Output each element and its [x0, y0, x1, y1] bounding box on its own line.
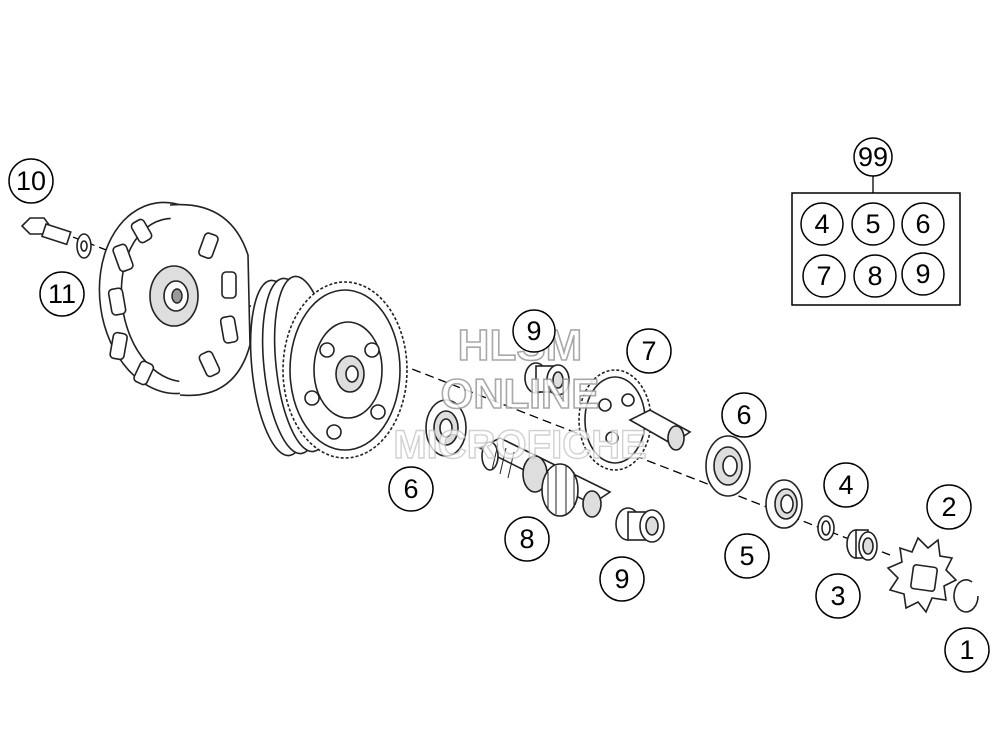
svg-text:1: 1 [959, 635, 974, 665]
kit-member[interactable]: 4 [800, 202, 844, 246]
svg-text:9: 9 [526, 316, 541, 346]
svg-text:99: 99 [858, 142, 888, 172]
part-bearing-right[interactable] [705, 435, 751, 497]
callout-1[interactable]: 1 [944, 627, 990, 673]
svg-text:3: 3 [830, 581, 845, 611]
part-sprocket[interactable] [886, 536, 958, 614]
kit-member[interactable]: 8 [853, 254, 897, 298]
callout-9-lower[interactable]: 9 [599, 556, 645, 602]
svg-text:8: 8 [867, 261, 882, 291]
kit-member[interactable]: 6 [901, 202, 945, 246]
part-clutch-basket[interactable] [87, 193, 252, 403]
part-needle-bearing-upper[interactable] [524, 362, 570, 396]
svg-text:4: 4 [838, 470, 853, 500]
svg-text:2: 2 [941, 492, 956, 522]
kit-member[interactable]: 5 [851, 202, 895, 246]
callout-5[interactable]: 5 [724, 533, 770, 579]
callout-7[interactable]: 7 [626, 328, 672, 374]
kit-member[interactable]: 9 [901, 252, 945, 296]
part-spacer[interactable] [846, 529, 878, 561]
part-needle-bearing-lower[interactable] [615, 507, 665, 543]
part-bearing-left[interactable] [425, 399, 467, 457]
callout-6-left[interactable]: 6 [388, 466, 434, 512]
svg-text:4: 4 [814, 209, 829, 239]
svg-text:ONLINE: ONLINE [441, 370, 600, 417]
part-o-ring[interactable] [817, 515, 835, 541]
svg-text:7: 7 [641, 336, 656, 366]
svg-text:9: 9 [915, 259, 930, 289]
svg-text:9: 9 [614, 564, 629, 594]
svg-text:6: 6 [915, 209, 930, 239]
part-clutch-pack[interactable] [243, 274, 408, 459]
callout-11[interactable]: 11 [39, 271, 85, 317]
svg-text:10: 10 [16, 166, 46, 196]
svg-text:MICROFICHE: MICROFICHE [393, 423, 646, 467]
kit-group: 99 4 5 6 7 8 9 [791, 137, 961, 306]
callout-9-upper[interactable]: 9 [512, 309, 556, 353]
svg-text:11: 11 [48, 279, 76, 309]
svg-text:6: 6 [736, 400, 751, 430]
kit-member[interactable]: 7 [802, 254, 846, 298]
callout-6-right[interactable]: 6 [721, 392, 767, 438]
callout-10[interactable]: 10 [8, 158, 54, 204]
svg-text:7: 7 [816, 261, 831, 291]
svg-text:5: 5 [865, 209, 880, 239]
callout-2[interactable]: 2 [926, 484, 972, 530]
part-shaft[interactable] [478, 437, 612, 518]
part-gear-shaft[interactable] [578, 369, 692, 471]
callout-3[interactable]: 3 [815, 573, 861, 619]
svg-text:8: 8 [519, 524, 534, 554]
kit-label-callout[interactable]: 99 [853, 137, 893, 177]
part-circlip[interactable] [953, 579, 979, 613]
callout-4[interactable]: 4 [823, 462, 869, 508]
svg-text:5: 5 [739, 541, 754, 571]
part-bolt[interactable] [20, 217, 72, 246]
svg-text:6: 6 [403, 474, 418, 504]
callout-8[interactable]: 8 [504, 516, 550, 562]
part-seal-ring[interactable] [765, 479, 803, 529]
part-washer[interactable] [76, 233, 92, 259]
